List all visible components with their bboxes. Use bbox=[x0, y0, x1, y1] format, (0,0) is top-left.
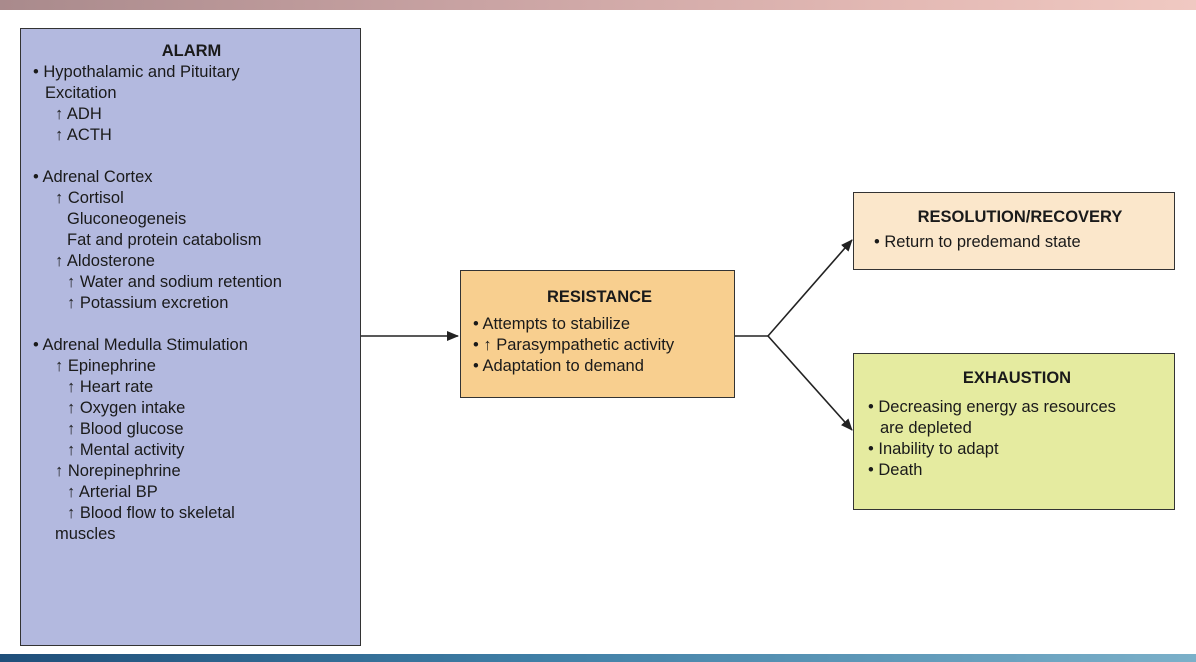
resistance-item: • Adaptation to demand bbox=[473, 357, 644, 375]
arrow-branch-to-exhaustion bbox=[767, 335, 853, 431]
alarm-line: ↑ Aldosterone bbox=[55, 252, 155, 270]
spacer bbox=[33, 146, 350, 167]
alarm-line: muscles bbox=[55, 525, 116, 543]
alarm-line: Excitation bbox=[45, 84, 117, 102]
top-decorative-band bbox=[0, 0, 1196, 10]
alarm-line: ↑ Heart rate bbox=[67, 378, 154, 396]
spacer bbox=[33, 314, 350, 335]
exhaustion-title: EXHAUSTION bbox=[962, 369, 1072, 387]
exhaustion-box: EXHAUSTION • Decreasing energy as resour… bbox=[853, 353, 1175, 510]
alarm-box: ALARM • Hypothalamic and Pituitary Excit… bbox=[20, 28, 361, 646]
exhaustion-line: • Inability to adapt bbox=[868, 440, 999, 458]
alarm-line: ↑ Epinephrine bbox=[55, 357, 156, 375]
resistance-box: RESISTANCE • Attempts to stabilize • ↑ P… bbox=[460, 270, 735, 398]
alarm-line: Gluconeogeneis bbox=[67, 210, 187, 228]
resistance-title: RESISTANCE bbox=[546, 288, 653, 306]
alarm-line: ↑ Blood glucose bbox=[67, 420, 184, 438]
alarm-line: ↑ Mental activity bbox=[67, 441, 185, 459]
alarm-line: ↑ Water and sodium retention bbox=[67, 273, 282, 291]
alarm-line: ↑ Cortisol bbox=[55, 189, 124, 207]
alarm-line: ↑ ACTH bbox=[55, 126, 112, 144]
resistance-item: • ↑ Parasympathetic activity bbox=[473, 336, 675, 354]
bottom-decorative-band bbox=[0, 654, 1196, 662]
alarm-line: ↑ Oxygen intake bbox=[67, 399, 186, 417]
alarm-title: ALARM bbox=[161, 42, 222, 60]
alarm-line: ↑ Arterial BP bbox=[67, 483, 158, 501]
alarm-line: ↑ Blood flow to skeletal bbox=[67, 504, 235, 522]
alarm-line: ↑ ADH bbox=[55, 105, 102, 123]
resolution-item: • Return to predemand state bbox=[874, 233, 1081, 251]
arrow-branch-to-resolution bbox=[767, 239, 853, 337]
exhaustion-line: • Decreasing energy as resources bbox=[868, 398, 1116, 416]
alarm-line: • Hypothalamic and Pituitary bbox=[33, 63, 240, 81]
resolution-title: RESOLUTION/RECOVERY bbox=[917, 208, 1123, 226]
alarm-line: • Adrenal Cortex bbox=[33, 168, 153, 186]
resistance-item: • Attempts to stabilize bbox=[473, 315, 631, 333]
alarm-line: ↑ Potassium excretion bbox=[67, 294, 229, 312]
exhaustion-line: are depleted bbox=[880, 419, 972, 437]
resolution-box: RESOLUTION/RECOVERY • Return to predeman… bbox=[853, 192, 1175, 270]
alarm-line: Fat and protein catabolism bbox=[67, 231, 262, 249]
exhaustion-line: • Death bbox=[868, 461, 923, 479]
alarm-line: • Adrenal Medulla Stimulation bbox=[33, 336, 248, 354]
alarm-line: ↑ Norepinephrine bbox=[55, 462, 181, 480]
